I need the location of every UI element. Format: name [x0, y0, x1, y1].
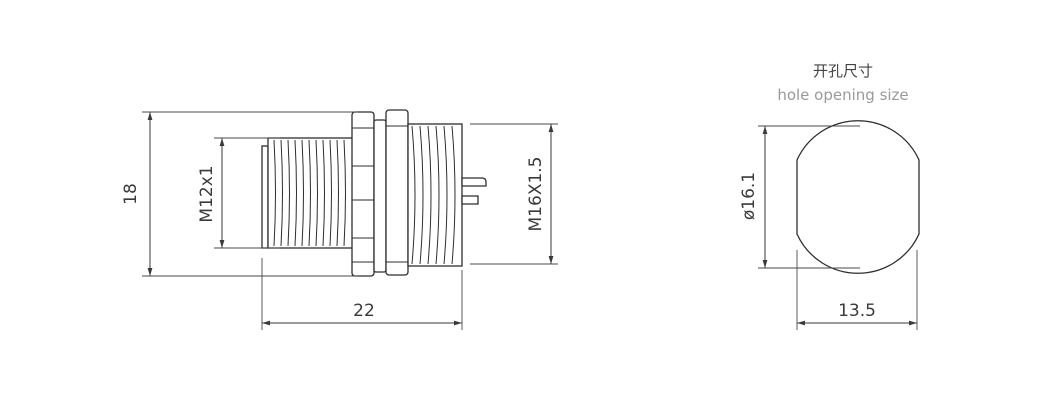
dim-inner-thread [214, 137, 280, 249]
dim-outer-thread-label: M16X1.5 [526, 157, 546, 232]
m16-thread-line [427, 125, 432, 265]
m16-thread-line [435, 125, 440, 265]
dim-outer-thread [470, 123, 558, 265]
dim-flat-width-label: 13.5 [838, 301, 876, 321]
dim-inner-thread-label: M12x1 [197, 165, 217, 222]
connector-side-view: 18 M12x1 M16X1.5 22 [121, 109, 558, 330]
m12-thread-line [322, 139, 325, 247]
dim-length [261, 258, 463, 330]
dim-flat-width [796, 250, 918, 330]
m12-thread-line [273, 139, 276, 247]
hole-title-en: hole opening size [777, 86, 908, 104]
m12-thread-lines [273, 139, 346, 247]
m12-thread-line [329, 139, 332, 247]
washer [373, 119, 387, 273]
m12-thread-line [308, 139, 311, 247]
m12-thread-line [294, 139, 297, 247]
m16-thread-lines [411, 125, 456, 265]
dim-length-label: 22 [353, 301, 375, 321]
contact-pins [461, 177, 487, 205]
m16-thread-line [411, 125, 416, 265]
front-face [261, 145, 269, 249]
hole-title-cn: 开孔尺寸 [813, 62, 873, 80]
hole-outline [796, 120, 920, 274]
dim-height [142, 111, 358, 277]
m12-thread-line [343, 139, 346, 247]
m16-thread-line [443, 125, 448, 265]
hole-opening-view: 开孔尺寸 hole opening size ø16.1 13.5 [739, 62, 920, 330]
m12-thread-line [315, 139, 318, 247]
m12-thread-line [336, 139, 339, 247]
m12-thread-line [301, 139, 304, 247]
hex-nut [351, 111, 375, 277]
flange [385, 109, 409, 276]
dim-diameter [758, 125, 860, 269]
m16-thread-line [451, 125, 456, 265]
m16-thread-body [407, 123, 463, 267]
m12-thread-line [287, 139, 290, 247]
dim-height-label: 18 [121, 183, 141, 205]
dim-diameter-label: ø16.1 [739, 172, 759, 220]
m16-thread-line [419, 125, 424, 265]
m12-thread-line [280, 139, 283, 247]
